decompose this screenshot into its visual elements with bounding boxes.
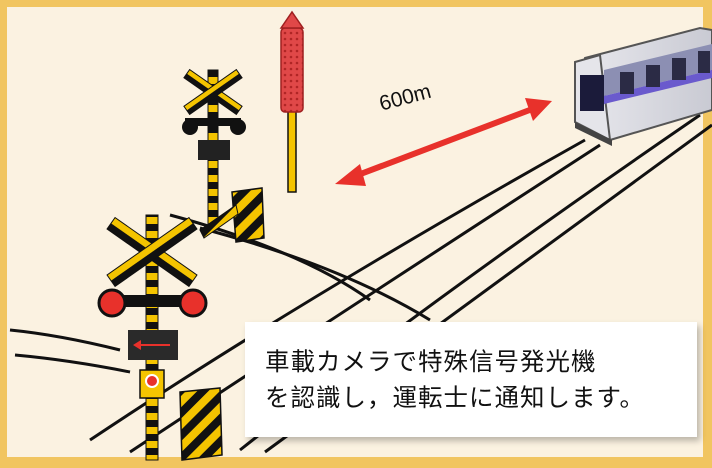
caption-box: 車載カメラで特殊信号発光機 を認識し，運転士に通知します。: [245, 322, 697, 437]
caption-line-2: を認識し，運転士に通知します。: [265, 382, 646, 412]
crossing-signal-rear: [182, 68, 265, 243]
special-signal-emitter: [279, 10, 305, 193]
caption-line-1: 車載カメラで特殊信号発光機: [265, 346, 597, 376]
train: [573, 26, 712, 146]
distance-arrow: [335, 98, 552, 186]
crossing-signal-front: [97, 214, 223, 461]
